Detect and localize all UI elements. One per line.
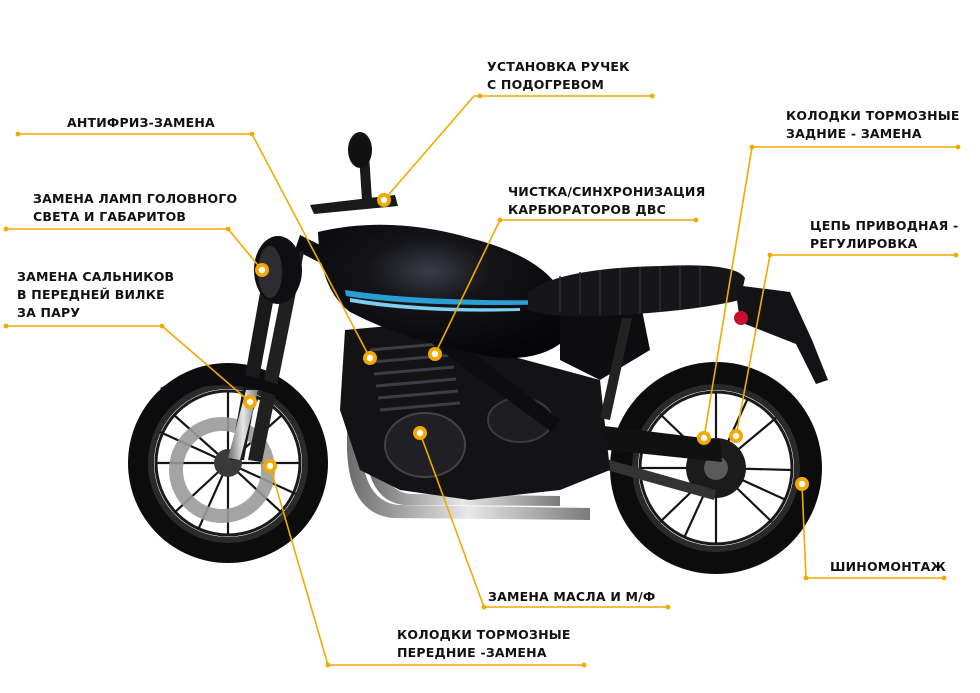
callout-markers <box>243 193 809 491</box>
callout-dot-heated-grips-1 <box>649 93 655 99</box>
callout-label-line: ЗАМЕНА ЛАМП ГОЛОВНОГО <box>33 191 238 206</box>
callout-dot-front-brake-pads-1 <box>581 662 587 668</box>
callout-label-line: СВЕТА И ГАБАРИТОВ <box>33 209 187 224</box>
callout-marker-carburetors <box>428 347 442 361</box>
seat <box>528 265 745 317</box>
callout-label-antifreeze: АНТИФРИЗ-ЗАМЕНА <box>67 114 215 132</box>
callout-marker-rear-brake-pads <box>697 431 711 445</box>
callout-leaders <box>3 93 961 668</box>
callout-label-line: ЧИСТКА/СИНХРОНИЗАЦИЯ <box>508 184 706 199</box>
callout-label-drive-chain: ЦЕПЬ ПРИВОДНАЯ - РЕГУЛИРОВКА <box>810 217 958 253</box>
callout-dot-fork-seals-0 <box>3 323 9 329</box>
callout-label-line: С ПОДОГРЕВОМ <box>487 77 605 92</box>
callout-marker-headlight-lamps <box>255 263 269 277</box>
callout-label-line: КОЛОДКИ ТОРМОЗНЫЕ <box>397 627 571 642</box>
callout-label-headlight-lamps: ЗАМЕНА ЛАМП ГОЛОВНОГО СВЕТА И ГАБАРИТОВ <box>33 190 237 226</box>
callout-label-heated-grips: УСТАНОВКА РУЧЕК С ПОДОГРЕВОМ <box>487 58 630 94</box>
callout-marker-oil-change <box>413 426 427 440</box>
callout-marker-fork-seals <box>243 395 257 409</box>
callout-label-line: РЕГУЛИРОВКА <box>810 236 918 251</box>
callout-leader-fork-seals <box>161 325 251 403</box>
callout-label-carburetors: ЧИСТКА/СИНХРОНИЗАЦИЯ КАРБЮРАТОРОВ ДВС <box>508 183 705 219</box>
callout-leader-headlight-lamps <box>227 228 263 271</box>
callout-label-line: ШИНОМОНТАЖ <box>830 559 947 574</box>
callout-label-rear-brake-pads: КОЛОДКИ ТОРМОЗНЫЕ ЗАДНИЕ - ЗАМЕНА <box>786 107 960 143</box>
rear-wheel <box>610 362 822 574</box>
motorcycle-illustration <box>128 132 828 574</box>
callout-label-line: КОЛОДКИ ТОРМОЗНЫЕ <box>786 108 960 123</box>
callout-dot-oil-change-1 <box>665 604 671 610</box>
callout-label-line: ПЕРЕДНИЕ -ЗАМЕНА <box>397 645 547 660</box>
callout-label-line: ЗАМЕНА МАСЛА И М/Ф <box>488 589 656 604</box>
callout-label-line: УСТАНОВКА РУЧЕК <box>487 59 630 74</box>
callout-dot-headlight-lamps-0 <box>3 226 9 232</box>
headlight <box>254 236 302 304</box>
callout-label-line: АНТИФРИЗ-ЗАМЕНА <box>67 115 215 130</box>
callout-label-line: ЗАМЕНА САЛЬНИКОВ <box>17 269 175 284</box>
callout-dot-carburetors-1 <box>693 217 699 223</box>
callout-leader-front-brake-pads <box>269 465 329 666</box>
callout-marker-tire-service <box>795 477 809 491</box>
fuel-tank <box>318 224 565 358</box>
callout-dot-tire-service-1 <box>941 575 947 581</box>
callout-label-tire-service: ШИНОМОНТАЖ <box>830 558 946 576</box>
callout-leader-antifreeze <box>251 133 371 359</box>
callout-dot-drive-chain-1 <box>953 252 959 258</box>
callout-marker-heated-grips <box>377 193 391 207</box>
callout-leader-rear-brake-pads <box>703 146 753 439</box>
front-wheel <box>128 363 328 563</box>
callout-leader-heated-grips <box>383 95 480 201</box>
callout-dot-antifreeze-0 <box>15 131 21 137</box>
callout-marker-antifreeze <box>363 351 377 365</box>
callout-marker-drive-chain <box>729 429 743 443</box>
callout-label-line: ЗАДНИЕ - ЗАМЕНА <box>786 126 922 141</box>
callout-label-oil-change: ЗАМЕНА МАСЛА И М/Ф <box>488 588 656 606</box>
callout-label-line: КАРБЮРАТОРОВ ДВС <box>508 202 666 217</box>
callout-leader-tire-service <box>801 483 807 579</box>
callout-dot-rear-brake-pads-1 <box>955 144 961 150</box>
callout-label-line: ЦЕПЬ ПРИВОДНАЯ - <box>810 218 959 233</box>
callout-label-front-brake-pads: КОЛОДКИ ТОРМОЗНЫЕ ПЕРЕДНИЕ -ЗАМЕНА <box>397 626 571 662</box>
callout-leader-carburetors <box>434 219 501 355</box>
callout-leader-drive-chain <box>735 254 771 437</box>
callout-label-fork-seals: ЗАМЕНА САЛЬНИКОВ В ПЕРЕДНЕЙ ВИЛКЕ ЗА ПАРУ <box>17 268 174 322</box>
callout-label-line: В ПЕРЕДНЕЙ ВИЛКЕ <box>17 287 165 302</box>
callout-label-line: ЗА ПАРУ <box>17 305 81 320</box>
callout-marker-front-brake-pads <box>263 459 277 473</box>
callout-leader-oil-change <box>419 432 485 608</box>
exhaust <box>346 420 590 520</box>
